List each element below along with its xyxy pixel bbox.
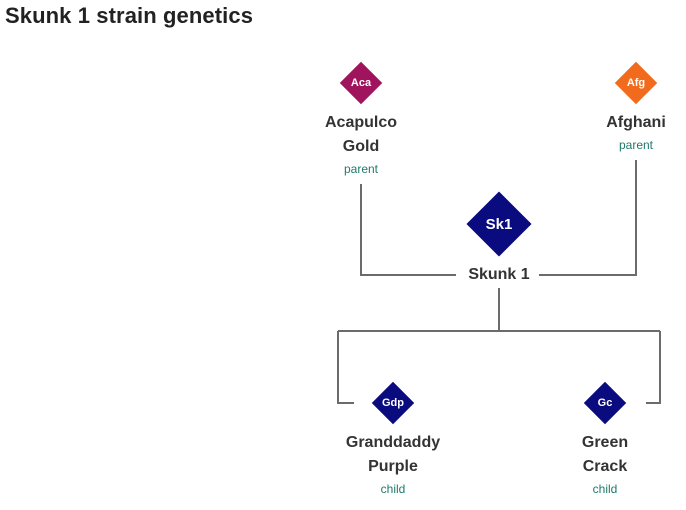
- node-role: parent: [343, 162, 379, 176]
- node-name-line-1: Afghani: [606, 114, 666, 131]
- node-abbr: Aca: [350, 77, 372, 89]
- node-role: child: [592, 482, 618, 496]
- node-abbr: Afg: [626, 77, 646, 89]
- node-abbr: Gc: [597, 397, 613, 409]
- node-name-line-1: Granddaddy: [345, 434, 441, 451]
- node-name-line-2: Crack: [582, 458, 628, 475]
- connector-to-greencrack: [646, 331, 661, 404]
- connector-afghani-to-skunk: [539, 160, 637, 276]
- node-name-line-2: Gold: [342, 138, 380, 155]
- node-name-line-1: Green: [581, 434, 629, 451]
- node-name: Skunk 1: [459, 264, 539, 286]
- connector-acapulco-to-skunk: [360, 184, 456, 276]
- node-abbr: Gdp: [382, 397, 404, 409]
- node-name-line-2: Purple: [368, 458, 418, 475]
- node-role: child: [380, 482, 406, 496]
- node-role: parent: [618, 138, 654, 152]
- page-title: Skunk 1 strain genetics: [5, 3, 254, 28]
- connector-to-granddaddy: [337, 331, 354, 404]
- node-name-line-1: Acapulco: [324, 114, 397, 131]
- node-abbr: Sk1: [485, 215, 513, 233]
